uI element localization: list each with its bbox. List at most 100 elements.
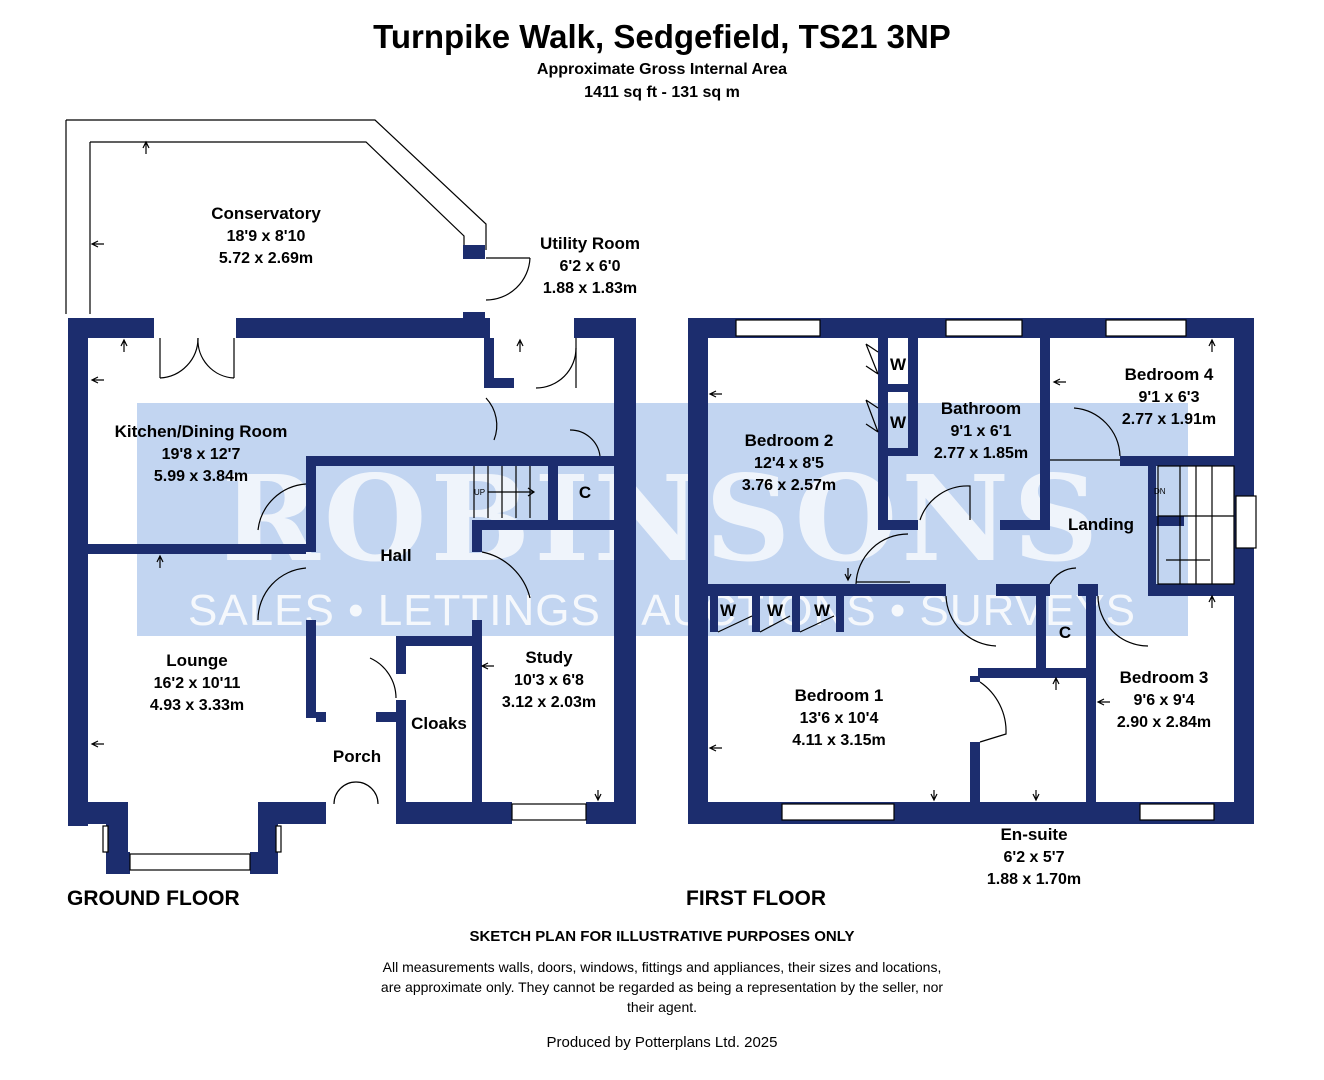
room-dimensions-imperial: 18'9 x 8'10	[227, 228, 306, 245]
room-utility: Utility Room 6'2 x 6'0 1.88 x 1.83m	[540, 234, 640, 297]
wall	[1234, 318, 1254, 824]
window	[102, 825, 109, 853]
wall	[472, 520, 616, 530]
room-dimensions-imperial: 12'4 x 8'5	[754, 455, 824, 472]
conservatory-outline-outer	[66, 119, 487, 250]
wall	[68, 802, 128, 824]
plan-title: Turnpike Walk, Sedgefield, TS21 3NP	[373, 18, 951, 55]
ground-doors	[159, 257, 601, 805]
room-name: Study	[525, 648, 573, 667]
watermark: ROBINSONS SALES • LETTINGS • AUCTIONS • …	[137, 403, 1188, 636]
room-en-suite: En-suite 6'2 x 5'7 1.88 x 1.70m	[987, 825, 1081, 888]
room-dimensions-imperial: 19'8 x 12'7	[162, 446, 241, 463]
room-bedroom-2: Bedroom 2 12'4 x 8'5 3.76 x 2.57m	[742, 431, 836, 494]
room-dimensions-imperial: 6'2 x 6'0	[560, 258, 621, 275]
wall	[396, 636, 406, 674]
room-study: Study 10'3 x 6'8 3.12 x 2.03m	[502, 648, 596, 711]
wardrobe-label: W	[767, 601, 784, 620]
room-kitchen-dining: Kitchen/Dining Room 19'8 x 12'7 5.99 x 3…	[115, 422, 288, 485]
wall	[1000, 520, 1050, 530]
conservatory-post-low	[463, 312, 485, 320]
room-dimensions-imperial: 9'1 x 6'3	[1139, 389, 1200, 406]
wall	[306, 456, 316, 552]
room-bathroom: Bathroom 9'1 x 6'1 2.77 x 1.85m	[934, 399, 1028, 462]
wall	[978, 668, 1096, 678]
wall	[316, 712, 326, 722]
window	[129, 853, 251, 871]
room-name: Bedroom 4	[1125, 365, 1214, 384]
conservatory-outline-inner	[90, 141, 465, 250]
room-dimensions-metric: 2.77 x 1.85m	[934, 445, 1028, 462]
sketch-note: SKETCH PLAN FOR ILLUSTRATIVE PURPOSES ON…	[469, 928, 855, 945]
room-name: Porch	[333, 747, 381, 766]
dimension-arrows-first	[708, 338, 1216, 802]
first-floor-label: FIRST FLOOR	[686, 887, 826, 910]
wall	[586, 802, 636, 824]
wall	[1148, 466, 1156, 586]
first-doors	[717, 343, 1149, 743]
wall	[970, 742, 980, 804]
room-lounge: Lounge 16'2 x 10'11 4.93 x 3.33m	[150, 651, 244, 714]
room-dimensions-metric: 5.99 x 3.84m	[154, 468, 248, 485]
producer-credit: Produced by Potterplans Ltd. 2025	[546, 1034, 778, 1051]
window	[511, 803, 587, 821]
room-cloaks: Cloaks	[411, 714, 467, 733]
room-name: En-suite	[1000, 825, 1067, 844]
wardrobe-label: W	[814, 601, 831, 620]
wardrobe-label: W	[890, 355, 907, 374]
dimension-arrows-ground	[90, 140, 602, 802]
wall	[258, 802, 326, 824]
wall	[472, 620, 482, 804]
wall	[752, 596, 760, 632]
wall	[1120, 456, 1236, 466]
room-dimensions-imperial: 9'6 x 9'4	[1134, 692, 1195, 709]
room-bedroom-4: Bedroom 4 9'1 x 6'3 2.77 x 1.91m	[1122, 365, 1216, 428]
room-dimensions-metric: 3.12 x 2.03m	[502, 694, 596, 711]
wall	[306, 456, 616, 466]
window	[275, 825, 282, 853]
room-name: Bedroom 2	[745, 431, 834, 450]
room-dimensions-metric: 1.88 x 1.83m	[543, 280, 637, 297]
room-hall: Hall	[380, 546, 411, 565]
area-value: 1411 sq ft - 131 sq m	[584, 84, 740, 101]
room-name: Landing	[1068, 515, 1134, 534]
wall	[688, 318, 708, 824]
window	[1139, 803, 1215, 821]
area-label: Approximate Gross Internal Area	[536, 61, 788, 78]
window	[945, 319, 1023, 337]
wall	[484, 378, 514, 388]
room-bedroom-1: Bedroom 1 13'6 x 10'4 4.11 x 3.15m	[792, 686, 885, 749]
room-name: Utility Room	[540, 234, 640, 253]
room-dimensions-metric: 2.77 x 1.91m	[1122, 411, 1216, 428]
room-conservatory: Conservatory 18'9 x 8'10 5.72 x 2.69m	[211, 204, 321, 267]
room-name: Cloaks	[411, 714, 467, 733]
wall	[1040, 338, 1050, 530]
ground-cupboard-label: C	[579, 483, 591, 502]
room-dimensions-metric: 2.90 x 2.84m	[1117, 714, 1211, 731]
wall	[1086, 590, 1096, 804]
room-porch: Porch	[333, 747, 381, 766]
wall	[710, 596, 718, 632]
room-name: Kitchen/Dining Room	[115, 422, 288, 441]
wall	[68, 318, 154, 338]
wall	[396, 700, 406, 804]
room-dimensions-metric: 1.88 x 1.70m	[987, 871, 1081, 888]
wall	[396, 802, 512, 824]
wall	[106, 852, 130, 874]
room-dimensions-metric: 3.76 x 2.57m	[742, 477, 836, 494]
room-dimensions-imperial: 10'3 x 6'8	[514, 672, 584, 689]
first-cupboard-label: C	[1059, 623, 1071, 642]
wall	[836, 596, 844, 632]
watermark-tagline: SALES • LETTINGS • AUCTIONS • SURVEYS	[188, 586, 1136, 635]
first-floor-plan: DN W W W W W C	[688, 318, 1257, 824]
room-dimensions-imperial: 6'2 x 5'7	[1004, 849, 1065, 866]
ground-stairs-label: UP	[474, 488, 485, 497]
wall	[86, 544, 306, 554]
conservatory-post	[463, 245, 485, 259]
room-name: Bedroom 3	[1120, 668, 1209, 687]
first-stairs-label: DN	[1154, 487, 1166, 496]
wardrobe-label: W	[890, 413, 907, 432]
room-dimensions-metric: 4.93 x 3.33m	[150, 697, 244, 714]
ground-floor-label: GROUND FLOOR	[67, 887, 240, 910]
